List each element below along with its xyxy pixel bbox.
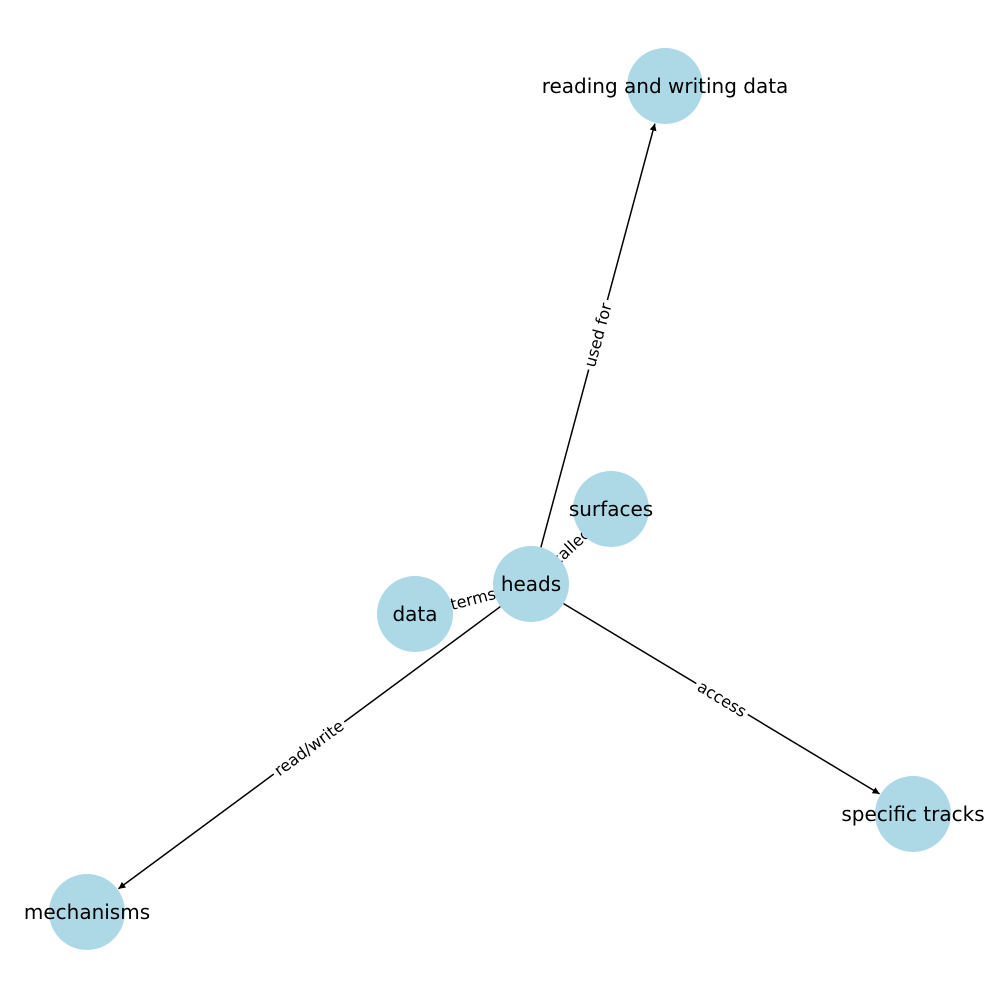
node-surfaces: surfaces xyxy=(569,471,653,547)
nodes-layer: heads reading and writing data surfaces dat… xyxy=(24,48,985,950)
edge-heads-data: terms xyxy=(445,582,501,616)
edge-label-group: terms xyxy=(445,582,501,616)
node-circle xyxy=(377,576,453,652)
edge-label-background xyxy=(578,297,618,373)
edge-label-group: access xyxy=(690,674,754,724)
node-circle xyxy=(573,471,649,547)
node-mechanisms: mechanisms xyxy=(24,874,150,950)
edge-label: used for xyxy=(580,300,615,369)
edge-label-background xyxy=(445,582,501,616)
node-reading_writing: reading and writing data xyxy=(542,48,789,124)
edge-heads-specific_tracks: access xyxy=(563,602,880,795)
node-circle xyxy=(493,546,569,622)
edge-label: read/write xyxy=(271,716,348,780)
node-specific_tracks: specific tracks xyxy=(841,776,985,852)
node-label: mechanisms xyxy=(24,900,150,924)
edge-label-background xyxy=(690,674,754,724)
edge-heads-mechanisms: read/write xyxy=(117,605,501,890)
node-data: data xyxy=(377,576,453,652)
node-label: surfaces xyxy=(569,497,653,521)
node-circle xyxy=(627,48,703,124)
node-label: specific tracks xyxy=(841,802,984,826)
node-label: heads xyxy=(501,572,561,596)
node-label: data xyxy=(392,602,437,626)
edge-label-background xyxy=(267,713,351,783)
node-circle xyxy=(49,874,125,950)
edge-label-group: used for xyxy=(578,297,618,373)
node-label: reading and writing data xyxy=(542,74,789,98)
node-heads: heads xyxy=(493,546,569,622)
edge-label-group: read/write xyxy=(267,713,351,783)
node-circle xyxy=(875,776,951,852)
